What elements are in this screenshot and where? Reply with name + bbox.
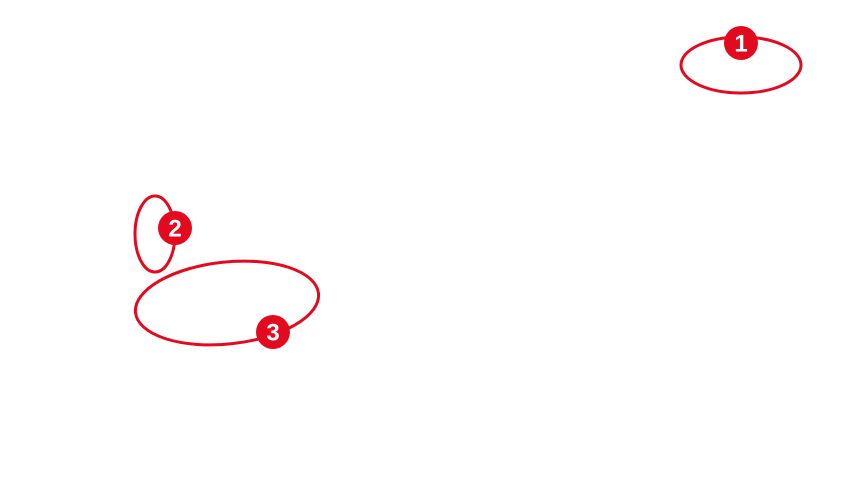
- badge-label: 2: [168, 216, 181, 243]
- annotation-1: 1: [679, 26, 803, 95]
- number-badge: [256, 315, 290, 349]
- badge-label: 1: [734, 31, 747, 58]
- annotation-3: 3: [133, 259, 321, 349]
- highlight-ellipse: [133, 259, 321, 347]
- number-badge: [158, 211, 192, 245]
- badge-label: 3: [266, 320, 279, 347]
- number-badge: [724, 26, 758, 60]
- annotation-2: 2: [133, 194, 192, 274]
